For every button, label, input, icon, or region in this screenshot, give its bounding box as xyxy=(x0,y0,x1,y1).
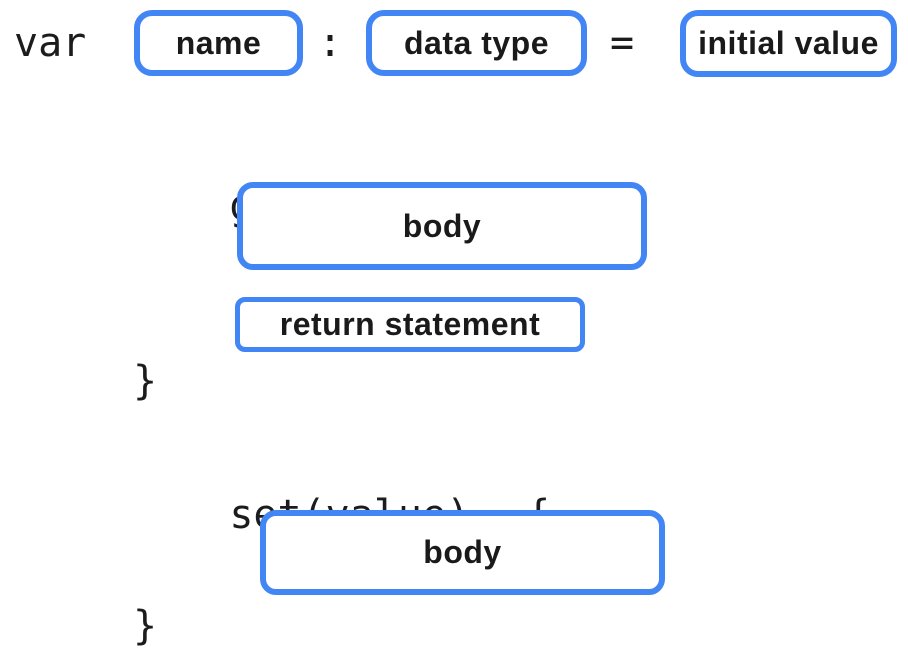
data-type-slot: data type xyxy=(366,10,587,76)
getter-body-slot: body xyxy=(237,182,647,270)
data-type-slot-label: data type xyxy=(404,24,549,61)
name-slot: name xyxy=(134,10,303,76)
name-slot-label: name xyxy=(175,24,262,61)
getter-body-slot-label: body xyxy=(402,207,482,244)
setter-close-brace: } xyxy=(133,603,158,649)
colon-separator: : xyxy=(318,20,343,66)
return-statement-slot-label: return statement xyxy=(279,306,541,342)
equals-sign: = xyxy=(610,20,635,66)
var-keyword: var xyxy=(14,20,87,66)
initial-value-slot: initial value xyxy=(680,10,897,77)
return-statement-slot: return statement xyxy=(235,297,585,352)
setter-body-slot-label: body xyxy=(423,534,502,570)
getter-close-brace: } xyxy=(133,358,158,404)
setter-body-slot: body xyxy=(260,510,665,595)
initial-value-slot-label: initial value xyxy=(698,25,879,61)
